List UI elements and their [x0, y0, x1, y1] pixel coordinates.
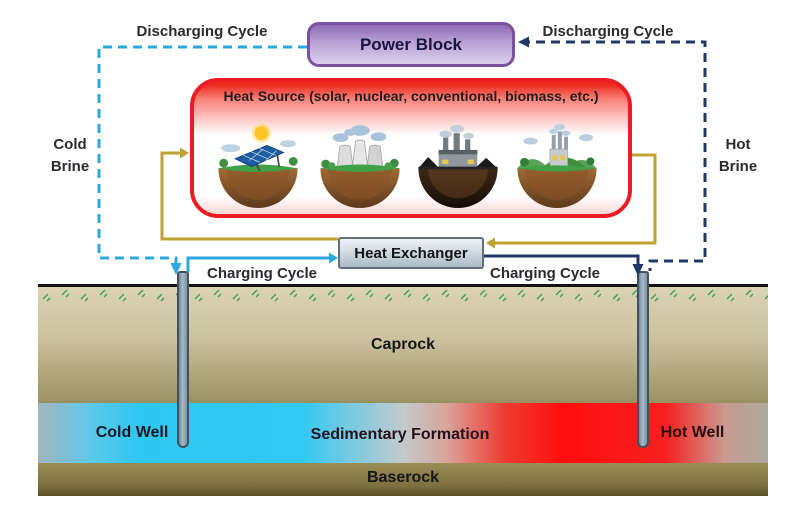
- nuclear-globe-icon: [320, 125, 400, 208]
- cold-brine-label: Cold Brine: [50, 136, 90, 175]
- power-block: Power Block: [307, 22, 515, 67]
- power-block-label: Power Block: [359, 34, 463, 54]
- cold-charge-path: [186, 256, 329, 272]
- grass-ticks-icon: [38, 288, 768, 304]
- heat-exchanger-label: Heat Exchanger: [354, 244, 468, 262]
- hot-brine-label: Hot Brine: [718, 136, 758, 175]
- arrow-into-heat-exchanger-cold-icon: [329, 252, 338, 264]
- biomass-globe-icon: [517, 123, 597, 208]
- hot-well-pipe: [637, 271, 649, 448]
- discharging-cycle-right-label: Discharging Cycle: [542, 23, 674, 40]
- charging-cycle-left-label: Charging Cycle: [206, 265, 318, 282]
- charging-cycle-right-label: Charging Cycle: [489, 265, 601, 282]
- conventional-globe-icon: [418, 124, 498, 208]
- heat-loop-right-path: [495, 153, 657, 245]
- discharging-cycle-left-label: Discharging Cycle: [136, 23, 268, 40]
- cold-well-pipe: [177, 271, 189, 448]
- heat-exchanger: Heat Exchanger: [338, 237, 484, 269]
- solar-globe-icon: [218, 123, 298, 208]
- arrow-into-heat-source-icon: [180, 147, 189, 159]
- caprock-label: Caprock: [370, 336, 436, 353]
- cold-discharge-path: [97, 45, 307, 263]
- heat-loop-left-path: [160, 151, 338, 241]
- ground-surface-line: [38, 284, 768, 287]
- hot-charge-path: [484, 254, 640, 264]
- cold-well-label: Cold Well: [95, 424, 169, 441]
- baserock-label: Baserock: [366, 469, 440, 486]
- arrow-into-power-block-icon: [518, 36, 529, 48]
- sedimentary-formation-label: Sedimentary Formation: [310, 426, 490, 443]
- arrow-into-heat-exchanger-gold-icon: [486, 237, 495, 249]
- hot-well-label: Hot Well: [660, 424, 725, 441]
- heat-source-title: Heat Source (solar, nuclear, conventiona…: [223, 88, 599, 104]
- hot-discharge-path: [521, 40, 707, 271]
- baserock-layer: [38, 463, 768, 496]
- arrow-into-hot-well-icon: [632, 264, 644, 276]
- arrow-into-cold-well-icon: [170, 263, 182, 275]
